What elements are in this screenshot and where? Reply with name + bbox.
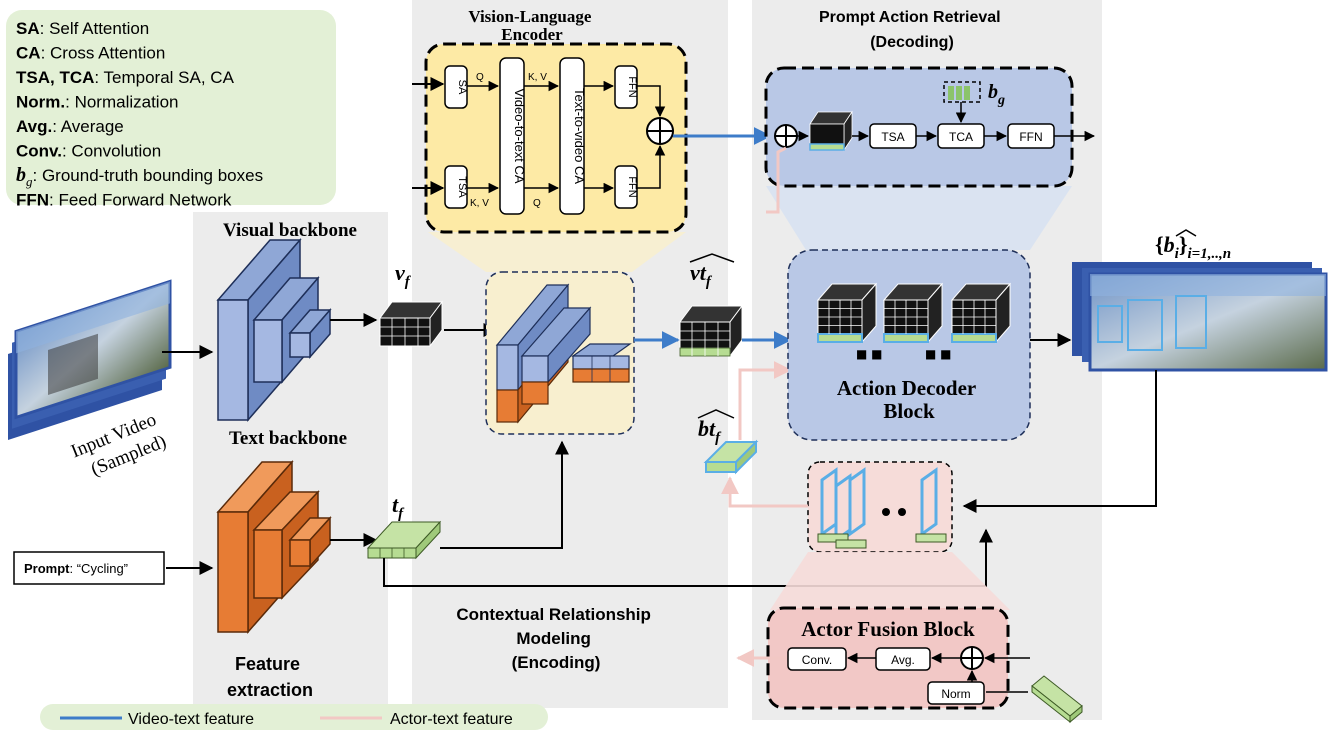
input-video-frames	[8, 279, 172, 440]
avg-box	[875, 647, 931, 671]
crm-fused-cube	[495, 283, 632, 424]
decoder-dots-2: ■ ■	[925, 347, 952, 361]
ffn-top-label: FFN	[626, 76, 638, 97]
ffn-bottom-box	[614, 165, 638, 209]
legend-row: TSA, TCA: Temporal SA, CA	[16, 68, 235, 87]
decoder-detail-box	[764, 66, 1074, 188]
visual-backbone-stack	[216, 237, 332, 423]
actor-fusion-title: Actor Fusion Block	[801, 617, 975, 641]
btf-to-decoder-line	[738, 361, 792, 440]
video-to-text-ca-label: Video-to-text CA	[512, 88, 527, 183]
abbreviation-legend	[6, 10, 336, 205]
ffn-bottom-label: FFN	[626, 176, 638, 197]
vf-feature-tensor	[379, 300, 443, 348]
vtf-symbol: vtf	[690, 260, 713, 290]
fusion-internal-arrows	[846, 652, 1030, 693]
decoder-actor-input	[766, 146, 787, 214]
btf-symbol: btf	[698, 416, 722, 446]
norm-box	[927, 681, 985, 705]
tf-symbol: tf	[392, 492, 405, 522]
prompt-box	[13, 551, 165, 585]
norm-label: Norm	[941, 687, 970, 701]
actor-text-legend-label: Actor-text feature	[390, 711, 513, 728]
avg-label: Avg.	[891, 653, 915, 667]
tsa-label: TSA	[456, 176, 468, 198]
text-backbone-stack	[216, 460, 332, 634]
kv-top-label: K, V	[528, 72, 547, 83]
tf-feature-tensor	[366, 520, 442, 560]
q-top-label: Q	[476, 72, 484, 83]
legend-row: Norm.: Normalization	[16, 93, 179, 112]
legend-row: FFN: Feed Forward Network	[16, 191, 232, 210]
ffn-decoder-label: FFN	[1019, 130, 1042, 144]
encoder-internal-arrows	[467, 80, 666, 194]
btf-hat	[697, 409, 735, 419]
conv-box	[787, 647, 847, 671]
fusion-zoom-trapezoid	[770, 552, 1010, 610]
line-legend	[40, 704, 548, 730]
decoder-tensor-part	[817, 333, 863, 343]
legend-row: Conv.: Convolution	[16, 142, 161, 161]
action-decoder-title: Action Decoder Block	[837, 376, 981, 423]
ground-truth-bbox-icon	[943, 81, 981, 103]
decoder-tensor-part	[951, 333, 997, 343]
tca-label: TCA	[949, 130, 973, 144]
conv-label: Conv.	[802, 653, 832, 667]
kv-bottom-label: K, V	[470, 198, 489, 209]
q-bottom-label: Q	[533, 198, 541, 209]
vtf-hat	[689, 253, 735, 263]
video-to-text-ca-box	[499, 57, 525, 215]
prompt-text: Prompt: “Cycling”	[24, 561, 128, 576]
text-backbone-title: Text backbone	[229, 428, 347, 449]
decoder-dots-1: ■ ■	[856, 347, 883, 361]
decoder-title: Prompt Action Retrieval (Decoding)	[819, 9, 1005, 51]
legend-row: Avg.: Average	[16, 117, 124, 136]
actor-feature-planes	[817, 467, 947, 549]
tf-to-crm-arrow	[440, 440, 569, 549]
decoder-tensor-part	[883, 333, 929, 343]
tf-to-fusion-line	[383, 528, 993, 587]
sa-label: SA	[456, 80, 468, 95]
visual-backbone-title: Visual backbone	[223, 220, 357, 241]
decoder-tensors	[816, 282, 1012, 344]
output-to-fusion-arrow	[962, 370, 1157, 513]
ffn-top-box	[614, 65, 638, 109]
tsa-decoder-label: TSA	[881, 130, 904, 144]
bg-symbol: bg	[988, 81, 1005, 108]
fusion-input-tensor	[1031, 675, 1083, 724]
decoder-zoom-trapezoid	[766, 186, 1072, 250]
vf-symbol: vf	[395, 260, 412, 290]
text-to-video-ca-box	[559, 57, 585, 215]
encoder-title: Vision-Language Encoder	[468, 7, 595, 44]
legend-row: CA: Cross Attention	[16, 44, 165, 63]
sa-box	[444, 65, 468, 109]
vtf-feature-tensor	[679, 304, 743, 358]
tsa-box	[444, 165, 468, 209]
output-hat	[1175, 229, 1197, 237]
legend-row: bg: Ground-truth bounding boxes	[16, 164, 263, 189]
output-frames	[1072, 262, 1328, 372]
fusion-to-btf-line	[721, 476, 808, 508]
feature-extraction-label: Feature extraction	[227, 654, 313, 700]
crm-title: Contextual Relationship Modeling (Encodi…	[456, 605, 655, 672]
input-video-label: Input Video (Sampled)	[68, 407, 173, 484]
encoder-zoom-trapezoid	[428, 232, 686, 272]
output-bbox-symbol: {bi}i=1,..,n	[1155, 232, 1231, 262]
decoder-small-tensor	[809, 110, 853, 152]
legend-row: SA: Self Attention	[16, 19, 149, 38]
btf-feature-tensor	[703, 439, 759, 475]
text-to-video-ca-label: Text-to-video CA	[572, 88, 587, 184]
video-text-legend-label: Video-text feature	[128, 711, 254, 728]
